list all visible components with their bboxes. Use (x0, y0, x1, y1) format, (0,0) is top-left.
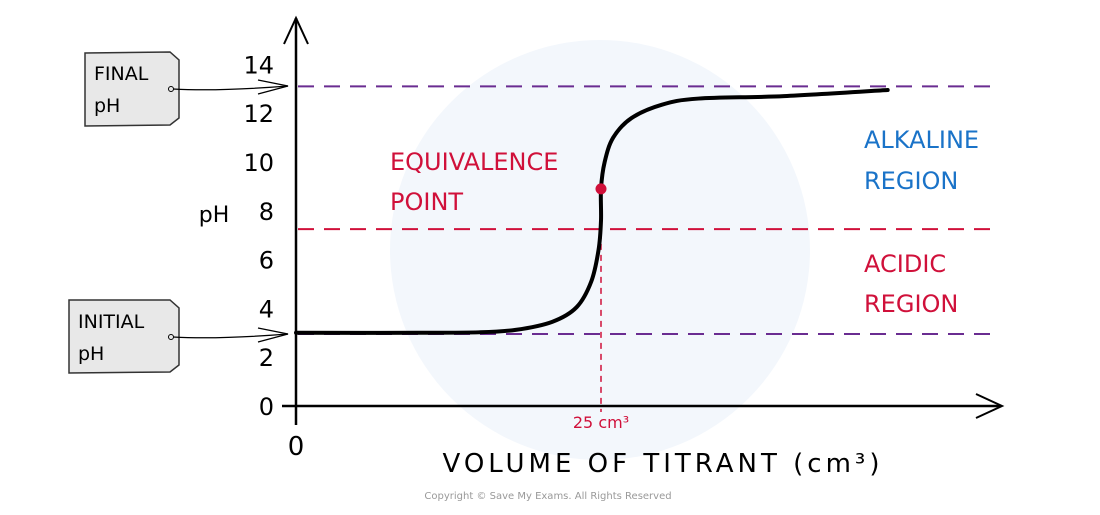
equivalence-point-marker (595, 183, 607, 195)
x-tick-0: 0 (288, 432, 305, 462)
final-ph-line2: pH (94, 95, 120, 117)
y-tick-6: 6 (259, 247, 274, 275)
x-axis-arrowhead (975, 393, 1005, 419)
copyright: Copyright © Save My Exams. All Rights Re… (424, 491, 671, 502)
x-axis-label: VOLUME OF TITRANT (cm³) (443, 449, 884, 479)
y-tick-10: 10 (243, 149, 274, 177)
acidic-label-line1: ACIDIC (864, 250, 946, 278)
y-tick-8: 8 (259, 198, 274, 226)
y-tick-12: 12 (243, 100, 274, 128)
y-tick-2: 2 (259, 344, 274, 372)
alkaline-label-line2: REGION (864, 167, 958, 195)
equivalence-label-line1: EQUIVALENCE (390, 148, 558, 176)
equivalence-volume-label: 25 cm³ (573, 413, 629, 432)
initial-ph-line1: INITIAL (78, 311, 145, 333)
initial-ph-line2: pH (78, 343, 104, 365)
y-axis-arrowhead (283, 15, 309, 45)
acidic-label-line2: REGION (864, 290, 958, 318)
alkaline-label-line1: ALKALINE (864, 126, 979, 154)
initial-ph-tag: INITIAL pH (68, 299, 289, 374)
equivalence-label-line2: POINT (390, 188, 463, 216)
final-ph-line1: FINAL (94, 63, 149, 85)
final-ph-tag: FINAL pH (84, 51, 289, 127)
y-tick-0: 0 (259, 393, 274, 421)
titration-curve (294, 88, 890, 335)
y-tick-4: 4 (259, 295, 274, 323)
y-axis-label: pH (199, 203, 230, 228)
y-tick-14: 14 (243, 51, 274, 79)
